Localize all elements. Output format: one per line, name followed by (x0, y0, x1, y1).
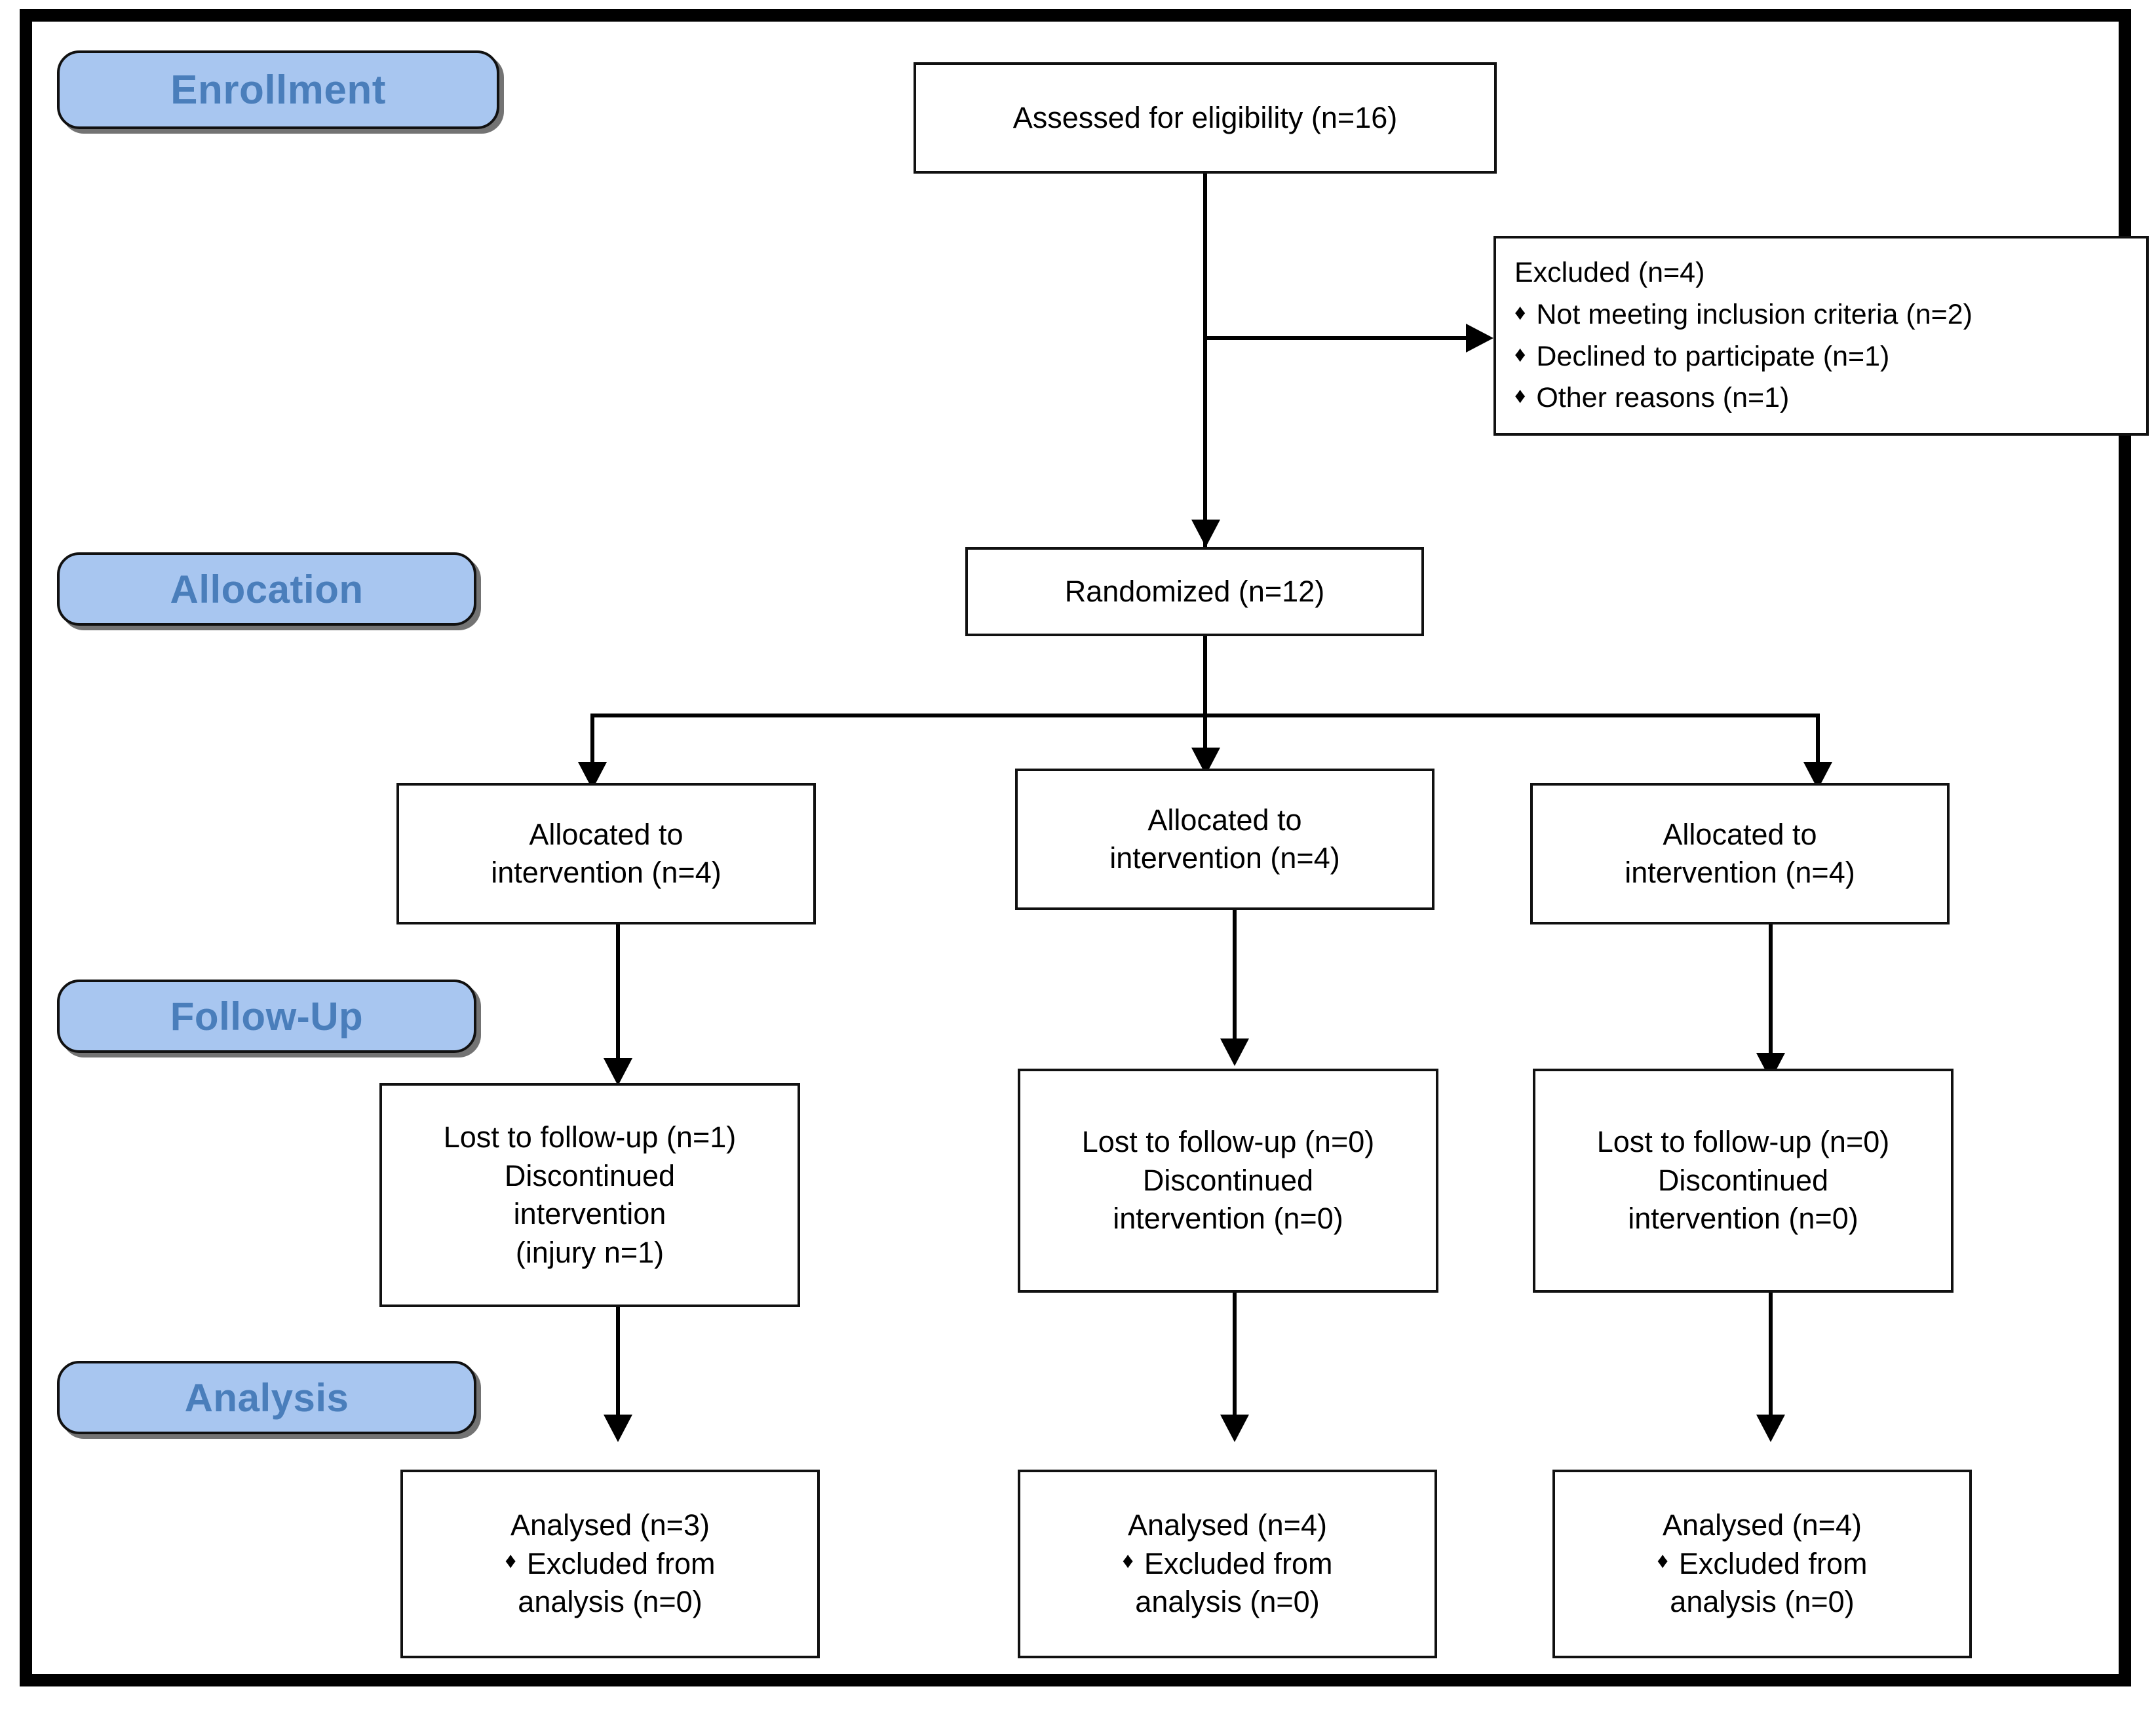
diamond-bullet-icon: ♦ (505, 1548, 516, 1573)
connector-to-excluded (1203, 336, 1482, 340)
arrow-into-randomized (1191, 520, 1220, 547)
stage-label-analysis-text: Analysis (184, 1375, 349, 1420)
followup-arm3-line-1: Lost to follow-up (n=0) (1596, 1125, 1890, 1159)
stage-label-enrollment: Enrollment (57, 50, 499, 129)
excluded-box: Excluded (n=4) ♦ Not meeting inclusion c… (1493, 236, 2149, 436)
allocated-box-arm2: Allocated to intervention (n=4) (1015, 769, 1434, 910)
analysed-box-arm1: Analysed (n=3) ♦ Excluded from analysis … (400, 1470, 820, 1658)
analysed-arm1-heading: Analysed (n=3) (510, 1508, 710, 1542)
allocated-arm1-line-2: intervention (n=4) (491, 856, 722, 889)
excluded-item-1-text: Declined to participate (n=1) (1536, 340, 1890, 372)
stage-label-followup: Follow-Up (57, 980, 476, 1053)
arrow-into-analysis-arm1 (604, 1415, 632, 1442)
diamond-bullet-icon: ♦ (1514, 383, 1526, 409)
analysed-arm2-heading: Analysed (n=4) (1128, 1508, 1327, 1542)
allocated-arm2-line-2: intervention (n=4) (1109, 841, 1340, 875)
analysed-arm2-bullet: ♦ Excluded from (1123, 1545, 1333, 1584)
allocation-split-stem-center (1203, 636, 1207, 715)
arrow-into-followup-arm1 (604, 1058, 632, 1086)
assessed-for-eligibility-box: Assessed for eligibility (n=16) (914, 62, 1497, 174)
analysed-arm1-bullet: ♦ Excluded from (505, 1545, 716, 1584)
randomized-line-1: Randomized (n=12) (1064, 574, 1325, 608)
followup-arm1-line-2: Discontinued (504, 1158, 676, 1192)
followup-arm2-line-3: intervention (n=0) (1113, 1202, 1343, 1236)
connector-arm3-to-analysis (1769, 1293, 1773, 1432)
connector-arm2-to-analysis (1233, 1293, 1237, 1432)
arrow-into-analysis-arm3 (1756, 1415, 1785, 1442)
arrow-into-followup-arm2 (1220, 1038, 1249, 1066)
followup-arm2-line-1: Lost to follow-up (n=0) (1081, 1125, 1375, 1159)
allocated-arm3-line-1: Allocated to (1663, 817, 1817, 851)
analysed-arm3-bullet-line-2: analysis (n=0) (1670, 1585, 1855, 1619)
analysed-box-arm2: Analysed (n=4) ♦ Excluded from analysis … (1018, 1470, 1437, 1658)
followup-box-arm3: Lost to follow-up (n=0) Discontinued int… (1533, 1069, 1954, 1293)
allocation-leg-arm1 (590, 714, 594, 779)
followup-box-arm2: Lost to follow-up (n=0) Discontinued int… (1018, 1069, 1438, 1293)
followup-arm3-line-3: intervention (n=0) (1628, 1202, 1858, 1236)
analysed-arm3-bullet: ♦ Excluded from (1657, 1545, 1868, 1584)
diamond-bullet-icon: ♦ (1657, 1548, 1668, 1573)
randomized-box: Randomized (n=12) (965, 547, 1424, 636)
analysed-arm2-bullet-line-2: analysis (n=0) (1135, 1585, 1320, 1619)
followup-box-arm1: Lost to follow-up (n=1) Discontinued int… (379, 1083, 800, 1307)
diamond-bullet-icon: ♦ (1514, 299, 1526, 325)
assessed-line-1: Assessed for eligibility (n=16) (1012, 100, 1398, 134)
diamond-bullet-icon: ♦ (1514, 341, 1526, 367)
connector-assessed-to-randomized (1203, 174, 1207, 547)
followup-arm1-line-1: Lost to follow-up (n=1) (443, 1120, 737, 1154)
analysed-arm3-heading: Analysed (n=4) (1663, 1508, 1862, 1542)
analysed-arm3-bullet-line-1: Excluded from (1678, 1546, 1868, 1580)
allocation-leg-arm2 (1203, 714, 1207, 766)
arrow-into-excluded (1466, 324, 1493, 352)
followup-arm3-line-2: Discontinued (1657, 1163, 1829, 1197)
connector-arm2-to-followup (1233, 910, 1237, 1056)
followup-arm2-line-2: Discontinued (1142, 1163, 1314, 1197)
allocated-arm2-line-1: Allocated to (1147, 803, 1302, 837)
analysed-arm1-bullet-line-2: analysis (n=0) (518, 1585, 703, 1619)
stage-label-followup-text: Follow-Up (170, 994, 364, 1038)
allocated-arm1-line-1: Allocated to (529, 817, 683, 851)
stage-label-allocation: Allocation (57, 552, 476, 626)
allocated-arm3-line-2: intervention (n=4) (1625, 856, 1855, 889)
stage-label-allocation-text: Allocation (170, 567, 364, 611)
stage-label-enrollment-text: Enrollment (170, 67, 386, 113)
analysed-arm2-bullet-line-1: Excluded from (1144, 1546, 1333, 1580)
diamond-bullet-icon: ♦ (1122, 1548, 1134, 1573)
stage-label-analysis: Analysis (57, 1361, 476, 1434)
arrow-into-analysis-arm2 (1220, 1415, 1249, 1442)
connector-arm1-to-followup (616, 924, 620, 1075)
excluded-item-2-text: Other reasons (n=1) (1536, 382, 1790, 414)
excluded-item-1: ♦ Declined to participate (n=1) (1514, 339, 2129, 375)
excluded-item-0-text: Not meeting inclusion criteria (n=2) (1536, 298, 1973, 330)
analysed-arm1-bullet-line-1: Excluded from (526, 1546, 716, 1580)
followup-arm1-line-4: (injury n=1) (515, 1235, 664, 1269)
diagram-frame: Enrollment Allocation Follow-Up Analysis… (20, 9, 2149, 1686)
connector-arm1-to-analysis (616, 1307, 620, 1432)
followup-arm1-line-3: intervention (513, 1197, 666, 1230)
allocated-box-arm3: Allocated to intervention (n=4) (1530, 783, 1950, 924)
excluded-item-0: ♦ Not meeting inclusion criteria (n=2) (1514, 297, 2129, 333)
analysed-box-arm3: Analysed (n=4) ♦ Excluded from analysis … (1552, 1470, 1972, 1658)
allocation-leg-arm3 (1816, 714, 1820, 779)
excluded-item-2: ♦ Other reasons (n=1) (1514, 380, 2129, 417)
connector-arm3-to-followup (1769, 924, 1773, 1070)
allocated-box-arm1: Allocated to intervention (n=4) (396, 783, 816, 924)
excluded-heading: Excluded (n=4) (1514, 256, 1705, 288)
